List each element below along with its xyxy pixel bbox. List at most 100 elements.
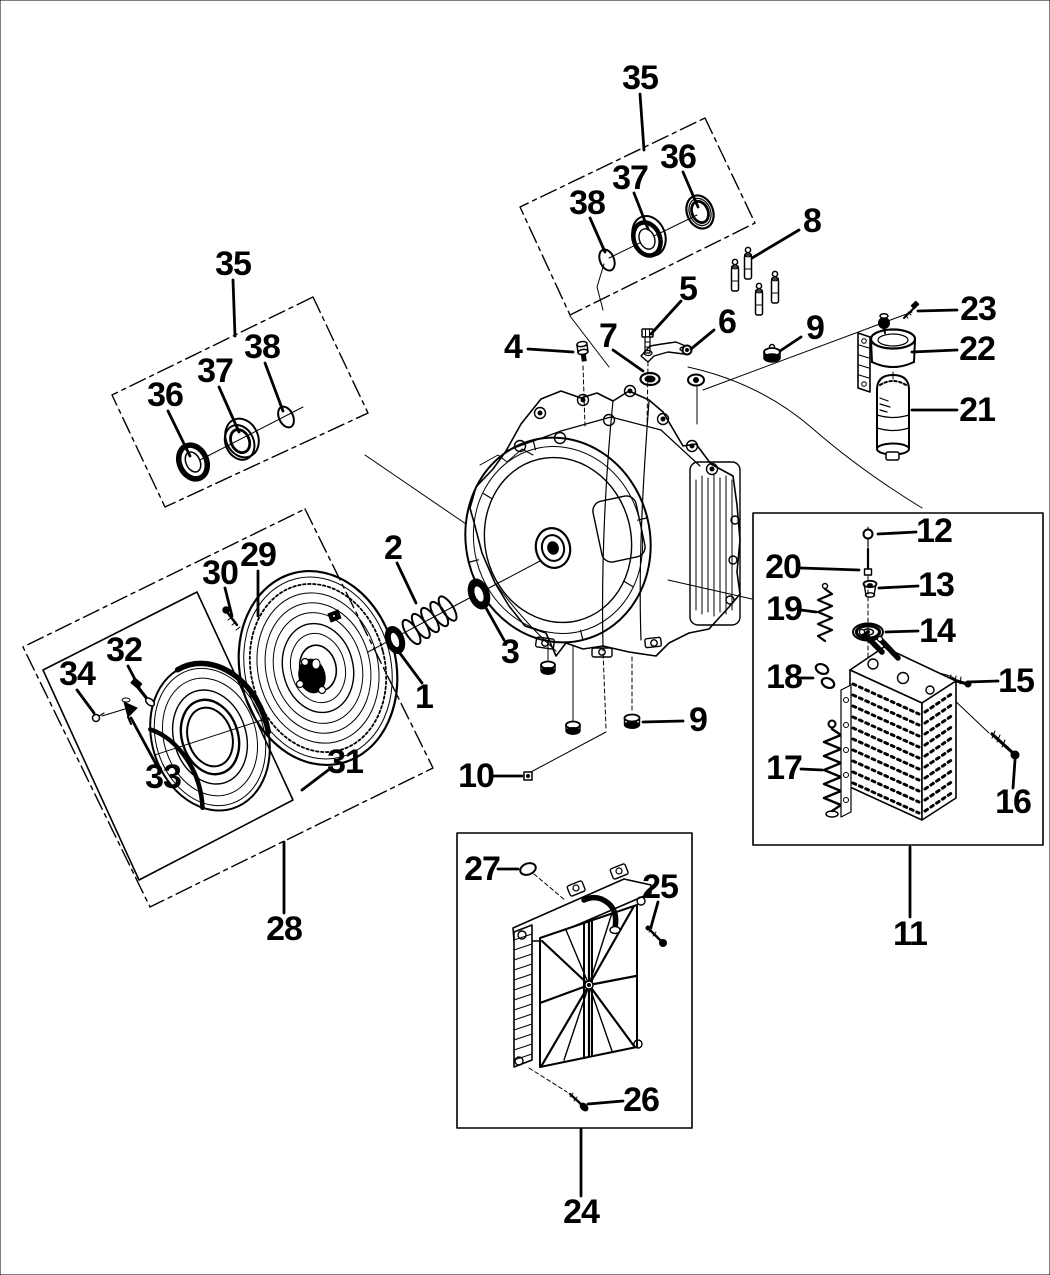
callout-25-leader [649,900,660,929]
case-feet [534,636,662,658]
callout-14-leader [884,629,920,634]
callout-12-check-ball: 12 [876,512,953,550]
callout-35-seal-kit-left-box: 35 [215,245,252,338]
callout-26-drain-plug: 26 [586,1081,660,1119]
callout-27-label: 27 [464,850,500,888]
plug-mid-icon [565,720,581,735]
callout-31-leader [300,766,333,792]
seal-kit-left [175,405,295,482]
callout-20-leader [799,566,861,572]
seal-kit-left-box-outline [111,296,369,508]
callout-9-leader [641,719,685,724]
grommet-7-icon [639,371,661,387]
callout-37-label: 37 [612,159,648,197]
callout-36-seal-left: 36 [147,376,192,458]
callout-26-leader [586,1099,625,1106]
callout-36-label: 36 [147,376,183,414]
input-shaft-bore [534,527,572,569]
callout-7-grommet: 7 [599,317,645,373]
callout-32-label: 32 [106,631,142,669]
converter-outer-box-outline [22,508,434,908]
callout-35-seal-kit-upper-box: 35 [622,59,659,152]
callout-29-label: 29 [240,536,276,574]
callout-9-label: 9 [689,701,707,739]
callout-35-leader [638,92,646,152]
callout-37-leader [632,191,650,231]
valve-body-parts [814,528,1020,821]
callout-9-plug: 9 [778,309,825,353]
callout-20-pin: 20 [765,548,861,586]
callout-35-label: 35 [215,245,251,283]
callout-2-leader [395,561,418,605]
callout-2-label: 2 [384,529,402,567]
seal-36-upper-icon [685,194,715,230]
callout-11-label: 11 [893,915,927,953]
spacer-33-icon [121,697,138,725]
seal-36-left-icon [175,442,211,482]
callout-9-plug: 9 [641,701,708,739]
dowel-pins [730,246,780,316]
callout-36-leader [681,170,700,209]
callout-6-leader [689,328,716,351]
pin-34-icon [91,712,105,723]
callout-19-leader [799,608,818,614]
oil-pan-icon [512,863,652,1068]
callout-3-leader [484,606,506,642]
bolt-16-icon [990,730,1020,760]
seal-ring-3-icon [467,578,491,610]
callout-20-label: 20 [765,548,801,586]
callout-34-pin: 34 [59,655,97,715]
callout-5-leader [649,299,683,336]
callout-22-leader [910,348,959,354]
transmission-case [464,384,741,658]
callout-22-label: 22 [959,330,995,368]
callout-16-label: 16 [995,783,1031,821]
callout-31-torque-converter: 31 [300,743,364,792]
oil-filter-21-icon [876,374,910,461]
callout-13-leader [877,584,920,590]
callout-23-label: 23 [960,290,996,328]
plug-left-icon [540,660,556,675]
callout-18-o-rings: 18 [766,658,815,696]
oil-pan-box-outline [456,832,693,1129]
callout-23-screw: 23 [916,290,997,328]
bolt-25-icon [645,925,667,947]
callout-19-label: 19 [766,590,802,628]
callout-31-label: 31 [327,743,363,781]
callout-18-label: 18 [766,658,802,696]
callout-35-label: 35 [622,59,658,97]
callout-7-leader [611,348,645,373]
callout-38-leader [263,361,285,413]
case-ribs [695,473,733,617]
screw-23-icon [903,300,920,319]
callout-16-bolt: 16 [995,758,1032,821]
callout-36-label: 36 [660,138,696,176]
callout-37-leader [217,385,241,434]
clutch-ring-icon [148,660,272,812]
callout-4-speed-sensor: 4 [504,328,575,366]
seal-kit-upper-box-outline [519,117,756,316]
callout-5-label: 5 [679,270,697,308]
o-ring-38-left-icon [277,405,295,429]
callout-15-bolt: 15 [966,662,1035,700]
callout-19-spring: 19 [766,590,818,628]
grommet-7b-icon [687,373,705,387]
callout-37-seal-left: 37 [197,352,241,434]
callout-21-label: 21 [959,391,995,429]
plug-27-icon [519,862,537,876]
callout-8-leader [750,228,801,260]
callout-25-label: 25 [642,868,678,906]
plug-9-bottom-icon [623,713,641,729]
callout-13-retainer: 13 [877,566,955,604]
callout-6-label: 6 [718,303,736,341]
callout-1-leader [397,650,424,685]
accumulator-spring-17-icon [822,719,843,818]
callout-38-label: 38 [569,184,605,222]
callout-22-filter-adapter: 22 [910,330,996,368]
callout-34-label: 34 [59,655,96,693]
vent-10-icon [523,771,533,781]
check-ball-12-icon [862,528,874,548]
callout-38-o-ring-left: 38 [244,328,285,413]
